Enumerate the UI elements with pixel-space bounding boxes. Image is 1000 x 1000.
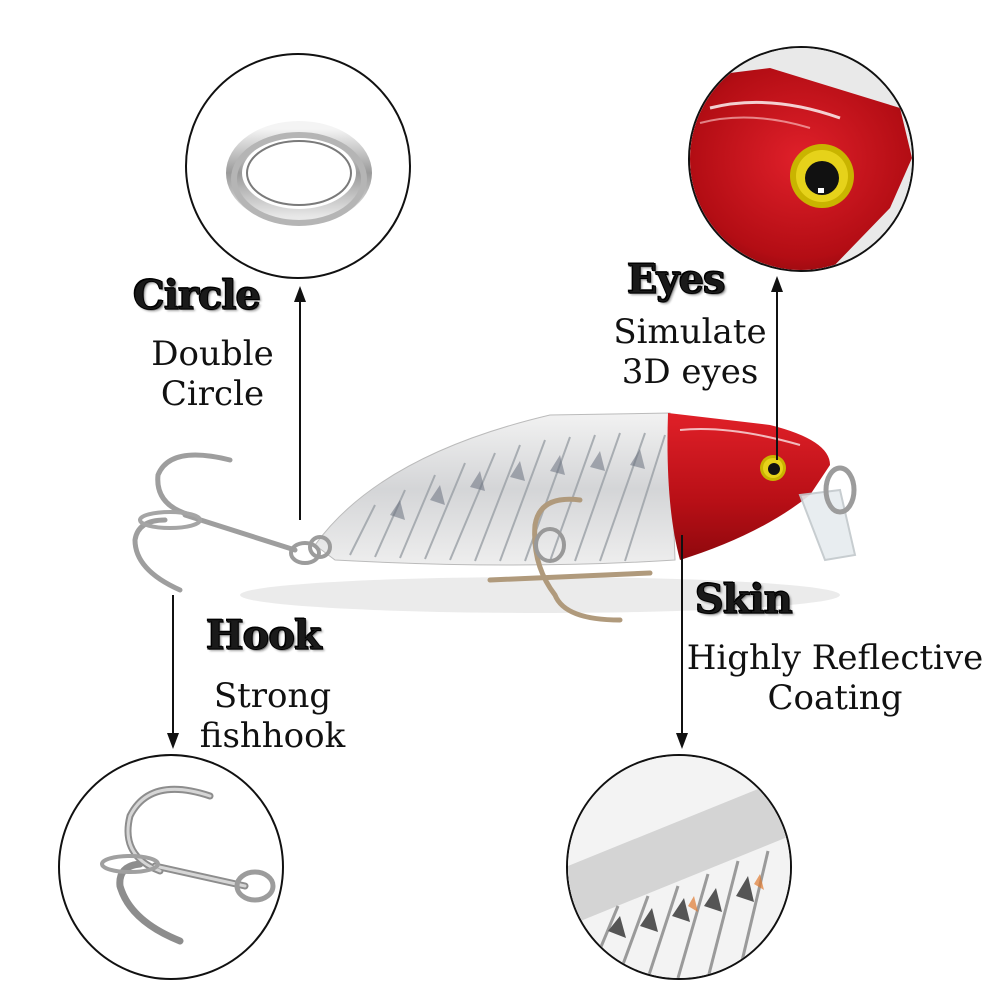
skin-callout-title: Skin (695, 576, 794, 624)
circle-arrow-up-icon (294, 286, 306, 302)
hook-arrow-down-icon (167, 733, 179, 749)
hook-desc-line-2: fishhook (199, 716, 346, 756)
eye-detail-circle (688, 46, 914, 272)
skin-pointer-line (681, 535, 683, 735)
reflective-skin-closeup-icon (568, 756, 790, 978)
circle-desc-line-1: Double (151, 334, 274, 374)
hook-pointer-line (172, 595, 174, 735)
skin-detail-circle (566, 754, 792, 980)
treble-hook-icon (100, 785, 276, 945)
lure-eye-closeup-icon (690, 48, 912, 270)
eyes-arrow-up-icon (771, 276, 783, 292)
eyes-pointer-line (776, 290, 778, 460)
hook-detail-circle (58, 754, 284, 980)
circle-pointer-line (299, 298, 301, 520)
eyes-callout-description: Simulate 3D eyes (600, 312, 780, 392)
hook-callout-title: Hook (206, 612, 323, 660)
eyes-callout-title: Eyes (627, 256, 727, 304)
skin-arrow-down-icon (676, 733, 688, 749)
split-ring-icon (226, 121, 372, 226)
circle-callout-title: Circle (132, 272, 261, 320)
skin-desc-line-1: Highly Reflective (686, 638, 984, 678)
circle-callout-description: Double Circle (130, 334, 295, 414)
eyes-desc-line-1: Simulate (613, 312, 767, 352)
hook-desc-line-1: Strong (213, 676, 332, 716)
skin-callout-description: Highly Reflective Coating (684, 638, 986, 718)
fishing-lure-image (120, 395, 880, 645)
split-ring-detail-circle (185, 53, 411, 279)
circle-desc-line-2: Circle (160, 374, 265, 414)
skin-desc-line-2: Coating (767, 678, 903, 718)
hook-callout-description: Strong fishhook (180, 676, 365, 756)
minnow-lure-icon (132, 412, 857, 623)
eyes-desc-line-2: 3D eyes (621, 352, 759, 392)
